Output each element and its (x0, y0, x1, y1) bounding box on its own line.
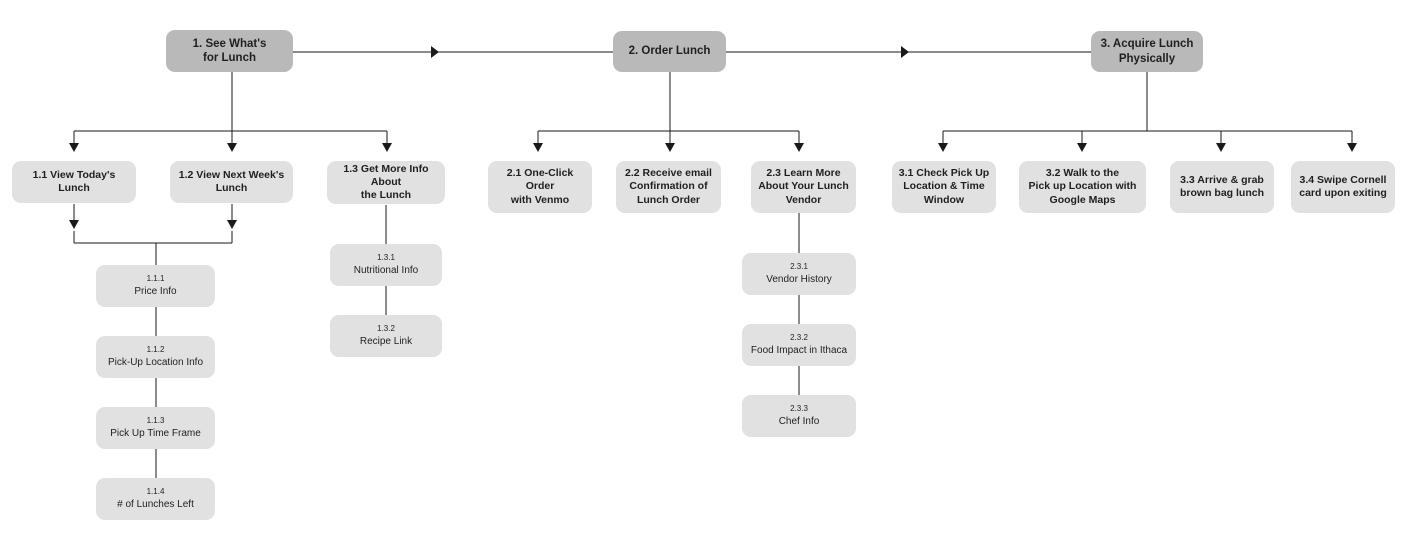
node-label: Price Info (134, 285, 177, 297)
node-1-2-view-next-weeks-lunch: 1.2 View Next Week's Lunch (170, 161, 293, 203)
node-2-3-learn-more-vendor: 2.3 Learn More About Your Lunch Vendor (751, 161, 856, 213)
node-2-2-receive-email-confirmation: 2.2 Receive email Confirmation of Lunch … (616, 161, 721, 213)
node-label: 3.4 Swipe Cornell card upon exiting (1299, 173, 1387, 199)
node-number: 1.1.4 (146, 486, 165, 496)
node-label: 1.3 Get More Info About the Lunch (343, 162, 429, 202)
node-3-3-arrive-grab-lunch: 3.3 Arrive & grab brown bag lunch (1170, 161, 1274, 213)
node-1-1-4-lunches-left: 1.1.4 # of Lunches Left (96, 478, 215, 520)
node-3-2-walk-to-pick-up-location: 3.2 Walk to the Pick up Location with Go… (1019, 161, 1146, 213)
node-number: 1.3.2 (377, 323, 395, 333)
node-1-3-get-more-info: 1.3 Get More Info About the Lunch (327, 161, 445, 204)
node-label: Vendor History (766, 273, 832, 285)
node-2-order-lunch: 2. Order Lunch (613, 31, 726, 72)
node-label: 3.3 Arrive & grab brown bag lunch (1180, 173, 1264, 199)
node-label: 1.1 View Today's Lunch (32, 168, 116, 194)
node-number: 1.1.3 (146, 415, 165, 425)
node-number: 1.1.1 (146, 273, 165, 283)
node-1-1-view-todays-lunch: 1.1 View Today's Lunch (12, 161, 136, 203)
node-number: 1.1.2 (146, 344, 165, 354)
node-number: 1.3.1 (377, 252, 395, 262)
node-label: Food Impact in Ithaca (750, 344, 848, 356)
node-number: 2.3.2 (790, 332, 808, 342)
node-1-see-whats-for-lunch: 1. See What's for Lunch (166, 30, 293, 72)
node-label: Recipe Link (359, 335, 413, 347)
node-label: Pick Up Time Frame (110, 427, 201, 439)
node-3-acquire-lunch-physically: 3. Acquire Lunch Physically (1091, 31, 1203, 72)
node-label: 3.1 Check Pick Up Location & Time Window (898, 167, 990, 206)
node-label: 2.2 Receive email Confirmation of Lunch … (625, 167, 712, 206)
node-label: Pick-Up Location Info (107, 356, 204, 368)
node-label: 3.2 Walk to the Pick up Location with Go… (1028, 167, 1137, 206)
node-2-1-one-click-order: 2.1 One-Click Order with Venmo (488, 161, 592, 213)
node-number: 2.3.3 (790, 403, 808, 413)
node-label: 2.3 Learn More About Your Lunch Vendor (758, 167, 849, 206)
node-number: 2.3.1 (790, 261, 808, 271)
node-label: Chef Info (778, 415, 820, 427)
node-label: 1. See What's for Lunch (192, 37, 267, 64)
node-3-4-swipe-cornell-card: 3.4 Swipe Cornell card upon exiting (1291, 161, 1395, 213)
node-label: 1.2 View Next Week's Lunch (178, 168, 285, 194)
node-label: Nutritional Info (353, 264, 419, 276)
node-label: 2. Order Lunch (628, 45, 711, 58)
node-3-1-check-pick-up-location: 3.1 Check Pick Up Location & Time Window (892, 161, 996, 213)
node-label: 2.1 One-Click Order with Venmo (506, 167, 574, 206)
node-label: 3. Acquire Lunch Physically (1100, 38, 1194, 65)
node-label: # of Lunches Left (117, 498, 194, 510)
